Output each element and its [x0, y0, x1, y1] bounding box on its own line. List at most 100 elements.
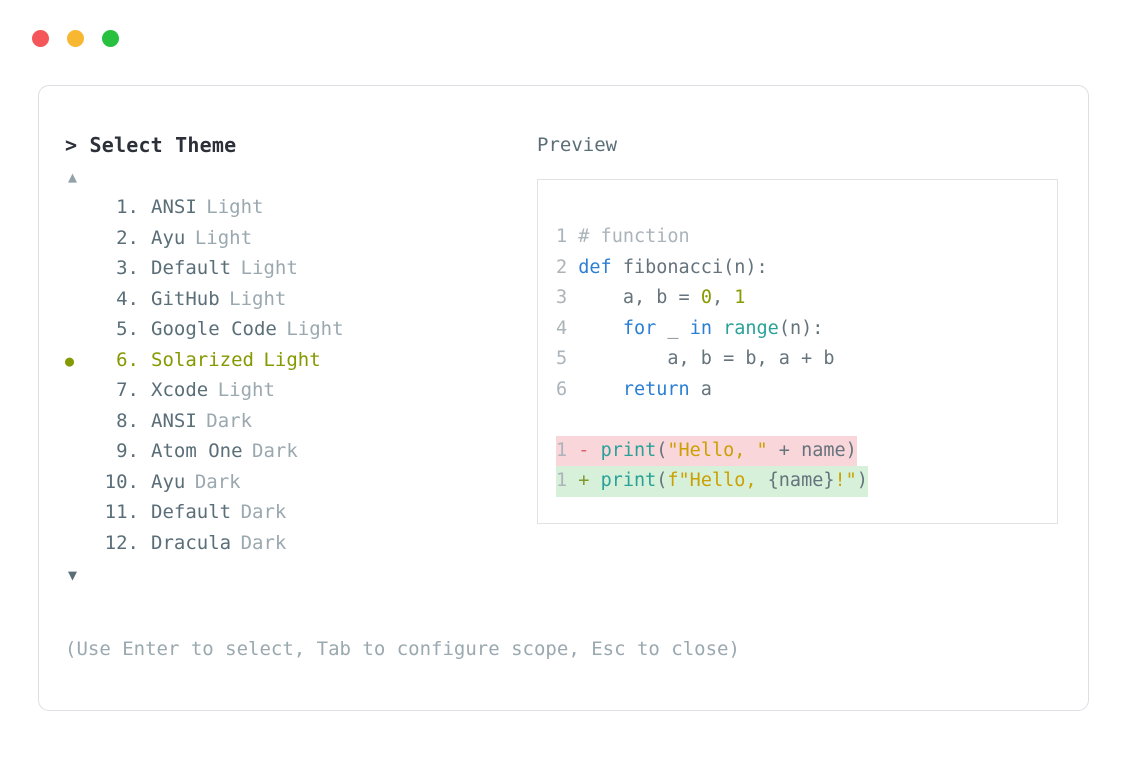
bullet-placeholder: ● — [65, 285, 91, 316]
diff-minus-marker: - — [578, 439, 601, 461]
code-token: for — [622, 317, 657, 339]
theme-item-index: 11. — [104, 501, 139, 523]
theme-item-index: 12. — [104, 531, 139, 554]
theme-item-variant: Light — [229, 287, 287, 310]
code-token: print — [600, 470, 657, 491]
code-token: print — [600, 439, 657, 461]
selected-bullet-icon: ● — [65, 351, 75, 370]
bullet-placeholder: ● — [65, 437, 91, 468]
code-token: 1 — [734, 287, 746, 308]
minimize-button[interactable] — [67, 30, 84, 47]
theme-item-variant: Light — [263, 348, 321, 371]
theme-item-name: ANSI — [151, 196, 197, 218]
spacer — [139, 253, 151, 284]
line-number: 3 — [556, 287, 579, 308]
spacer — [139, 192, 151, 223]
preview-label: Preview — [537, 134, 618, 156]
theme-item-name: Ayu — [151, 470, 186, 493]
theme-item-name: Dracula — [151, 531, 232, 554]
spacer — [139, 436, 151, 467]
theme-item-variant: Dark — [252, 440, 298, 462]
theme-item-index: 6. — [116, 348, 139, 371]
code-token: a, b = — [578, 287, 701, 308]
code-token: f"Hello, — [667, 470, 768, 491]
bullet-placeholder: ● — [65, 468, 91, 499]
code-token: # function — [578, 226, 690, 247]
theme-item-index: 1. — [116, 196, 139, 218]
theme-item-variant: Dark — [194, 470, 241, 493]
maximize-button[interactable] — [102, 30, 119, 47]
line-number: 1 — [556, 470, 579, 491]
theme-item-name: ANSI — [151, 409, 197, 432]
line-number: 6 — [556, 378, 579, 400]
code-token: a — [689, 378, 712, 400]
theme-item-variant: Dark — [240, 531, 287, 554]
theme-item-index: 8. — [116, 409, 139, 432]
theme-item-name: Solarized — [151, 348, 254, 371]
theme-item-name: Default — [151, 257, 232, 279]
bullet-placeholder: ● — [65, 407, 91, 438]
theme-item-variant: Dark — [240, 501, 287, 523]
theme-item-index: 10. — [104, 470, 139, 493]
code-token: in — [689, 317, 712, 339]
code-token: ) — [856, 470, 868, 491]
spacer — [139, 497, 151, 528]
code-token: a, b = b, a + b — [578, 348, 835, 369]
code-token — [712, 318, 723, 339]
theme-item-index: 2. — [116, 226, 139, 249]
code-line: 5 a, b = b, a + b — [556, 344, 1057, 375]
theme-list-item[interactable]: ● 12. Dracula Dark — [65, 528, 535, 559]
line-number: 1 — [556, 439, 579, 461]
code-token: _ — [656, 317, 690, 339]
code-line: 2 def fibonacci(n): — [556, 253, 1057, 284]
theme-item-variant: Light — [286, 318, 344, 340]
line-number: 1 — [556, 226, 579, 247]
code-token: "Hello, " — [667, 439, 768, 461]
theme-list-item[interactable]: ● 6. Solarized Light — [65, 345, 535, 376]
theme-item-index: 4. — [116, 287, 139, 310]
code-token: ( — [656, 439, 668, 461]
theme-item-index: 7. — [116, 379, 139, 401]
spacer — [139, 345, 151, 376]
theme-list-item[interactable]: ● 4. GitHub Light — [65, 284, 535, 315]
spacer — [139, 284, 151, 315]
code-token — [578, 318, 623, 339]
theme-item-name: GitHub — [151, 287, 220, 310]
scroll-up-icon[interactable]: ▲ — [68, 168, 78, 186]
code-token: , — [711, 287, 735, 308]
code-token: def — [578, 256, 623, 278]
diff-line-wrapper: 1 + print(f"Hello, {name}!") — [556, 466, 1057, 497]
theme-item-index: 3. — [116, 257, 139, 279]
spacer — [139, 223, 151, 254]
close-button[interactable] — [32, 30, 49, 47]
code-token: !" — [834, 470, 857, 491]
code-token: fibonacci(n): — [622, 256, 768, 278]
spacer — [139, 467, 151, 498]
code-token: {name} — [767, 470, 835, 491]
bullet-placeholder: ● — [65, 529, 91, 560]
code-token — [578, 379, 623, 400]
code-line: 1 # function — [556, 222, 1057, 253]
scroll-down-icon[interactable]: ▼ — [68, 566, 78, 584]
diff-removed-line: 1 - print("Hello, " + name) — [556, 435, 857, 466]
code-token: return — [622, 378, 690, 400]
spacer — [139, 314, 151, 345]
diff-plus-marker: + — [578, 470, 601, 491]
theme-item-name: Google Code — [151, 318, 277, 340]
theme-list-item[interactable]: ● 10. Ayu Dark — [65, 467, 535, 498]
code-token: + name) — [767, 439, 857, 461]
theme-item-variant: Light — [194, 226, 253, 249]
line-number: 2 — [556, 256, 579, 278]
